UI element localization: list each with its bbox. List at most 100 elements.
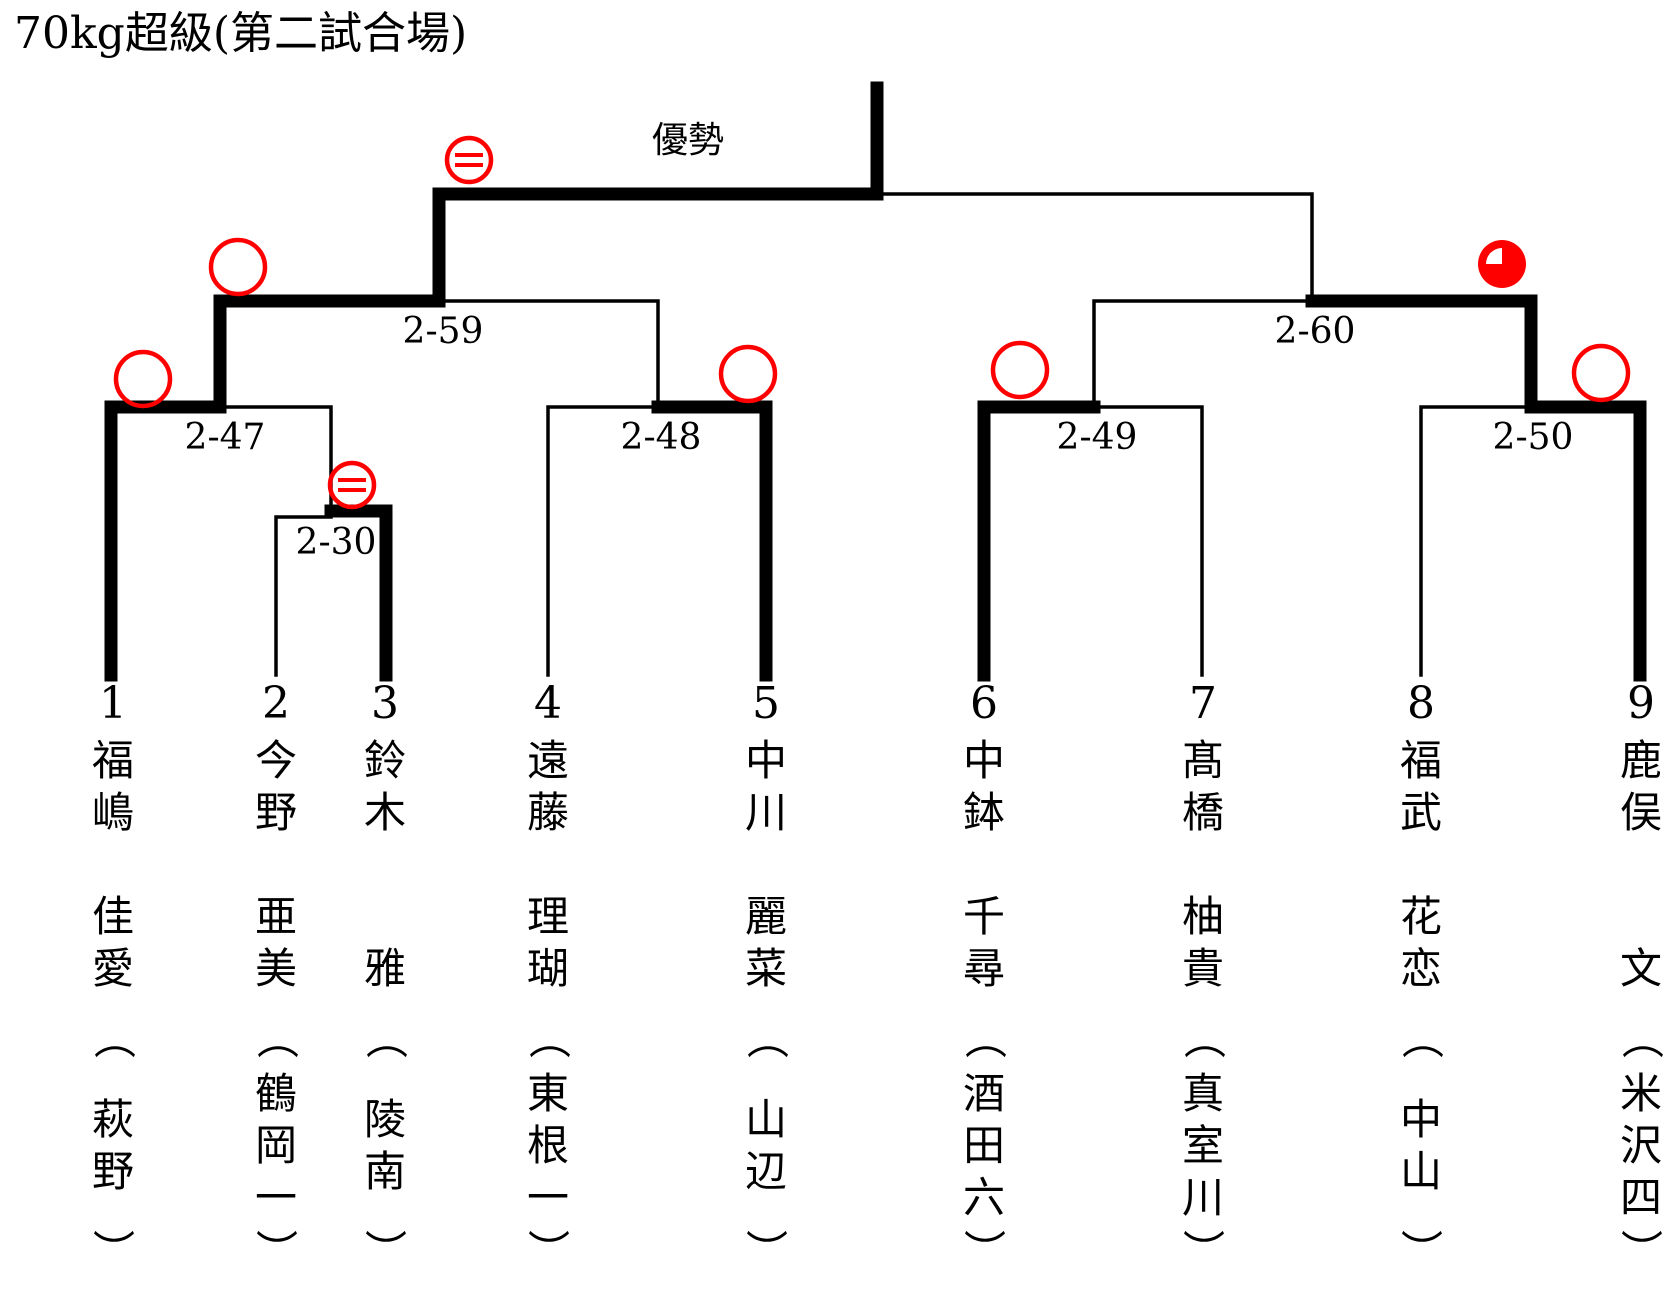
final-label: 優勢 [652,120,724,161]
team-name: 米沢四 [1620,1069,1662,1222]
match-label-2-47: 2-47 [185,417,266,458]
family-name: 今野 [255,736,297,837]
bracket-line-2-48-winner [437,299,660,409]
bracket-line-seed-1-win [104,400,227,682]
given-name: 柚貴 [1182,892,1224,993]
team-open-paren: （ [960,1017,1009,1059]
match-label-2-48: 2-48 [621,417,702,458]
given-name: 花恋 [1400,892,1442,993]
ring-icon [990,340,1050,400]
given-name: 千尋 [963,892,1005,993]
bracket-line-seed-7 [1092,405,1204,677]
family-name: 鹿俣 [1620,736,1662,837]
bracket-line-2-47-winner [213,294,446,414]
bracket-line-seed-2 [274,515,333,677]
seed-number: 8 [1407,678,1435,729]
team-close-paren: ） [1396,1229,1445,1271]
bracket-line-2-59-winner [432,187,884,308]
team-name: 東根一 [527,1069,569,1222]
team-close-paren: ） [741,1229,790,1271]
ring-bar-mark-2-30 [327,460,377,510]
team-name: 真室川 [1182,1069,1224,1222]
ring-bar-icon [327,460,377,510]
given-name: 理瑚 [527,892,569,993]
result-marks [113,135,1631,510]
given-name: 亜美 [255,892,297,993]
team-name: 酒田六 [963,1069,1005,1222]
ring-bar-mark-final [444,135,494,185]
ring-icon [718,344,778,404]
team-name: 鶴岡一 [255,1069,297,1222]
bracket-line-seed-5-win [651,400,773,682]
family-name: 遠藤 [527,736,569,837]
seed-number: 3 [371,678,399,729]
team-close-paren: ） [1616,1229,1665,1271]
team-open-paren: （ [361,1017,410,1059]
team-open-paren: （ [1179,1017,1228,1059]
team-close-paren: ） [959,1229,1008,1271]
team-open-paren: （ [1397,1017,1446,1059]
given-name: 佳愛 [92,892,134,993]
team-name: 陵南 [364,1095,406,1196]
ring-icon [208,237,268,297]
ring-icon [1571,343,1631,403]
seed-number: 4 [534,678,562,729]
given-name: 雅 [364,944,406,993]
quarter-filled-circle-icon [1478,240,1526,288]
seed-number: 9 [1627,678,1655,729]
match-2-48-lines [546,400,773,682]
bracket-line-seed-3-win [324,504,393,682]
bracket-line-seed-4 [546,405,660,677]
team-name: 山辺 [745,1095,787,1196]
seed-number: 2 [262,678,290,729]
team-name: 中山 [1400,1095,1442,1196]
ring-icon [113,349,173,409]
team-open-paren: （ [742,1017,791,1059]
bracket-line-seed-9-win [1524,400,1647,682]
match-label-2-50: 2-50 [1493,417,1574,458]
seed-number: 7 [1189,678,1217,729]
match-2-60-lines [1092,294,1538,414]
seed-number: 6 [970,678,998,729]
family-name: 鈴木 [364,736,406,837]
team-name: 萩野 [92,1095,134,1196]
match-2-30-lines [274,504,393,682]
team-close-paren: ） [360,1229,409,1271]
match-2-49-lines [977,400,1204,682]
competitor-3: 3 鈴木雅 （ 陵南 ） [360,678,410,1271]
team-close-paren: ） [251,1229,300,1271]
family-name: 福武 [1400,736,1442,837]
match-label-2-60: 2-60 [1275,311,1356,352]
team-close-paren: ） [523,1229,572,1271]
seed-number: 1 [99,678,127,729]
bracket-line-seed-8 [1419,405,1533,677]
match-2-59-lines [213,294,660,414]
match-label-2-59: 2-59 [403,311,484,352]
match-label-2-49: 2-49 [1057,417,1138,458]
match-labels: 2-30 2-47 2-48 2-49 2-50 2-59 2-60 優勢 [185,120,1574,563]
given-name: 麗菜 [745,892,787,993]
family-name: 中川 [745,736,787,837]
team-close-paren: ） [1178,1229,1227,1271]
team-open-paren: （ [524,1017,573,1059]
ring-bar-icon [444,135,494,185]
bracket-line-2-60-winner [875,192,1314,303]
match-2-50-lines [1419,400,1647,682]
bracket-lines [104,81,1647,682]
seed-number: 5 [752,678,780,729]
team-close-paren: ） [88,1229,137,1271]
match-label-2-30: 2-30 [296,522,377,563]
family-name: 福嶋 [92,736,134,837]
family-name: 髙橋 [1182,736,1224,837]
team-open-paren: （ [252,1017,301,1059]
match-final-lines [432,81,1314,308]
bracket-line-seed-6-win [977,400,1101,682]
bracket-line-2-49-winner [1092,299,1314,409]
